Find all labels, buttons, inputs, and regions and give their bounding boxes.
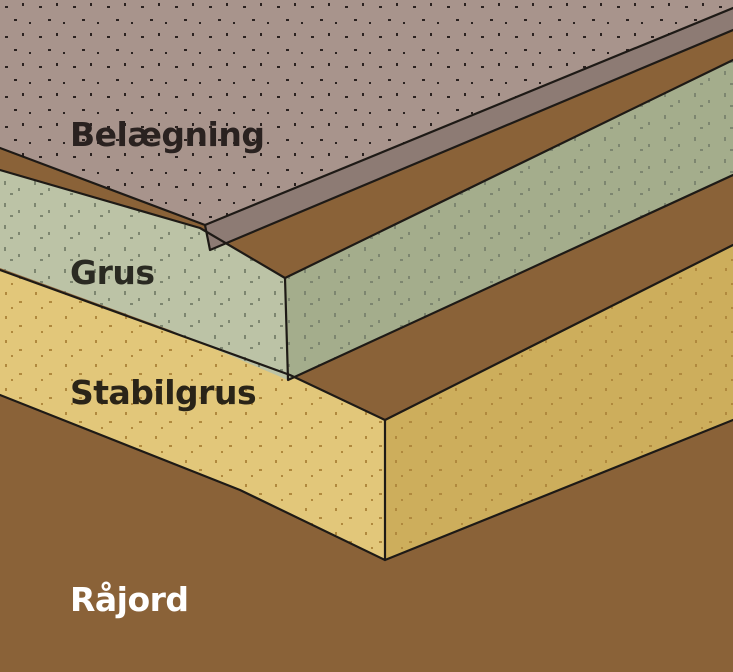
label-soil: Råjord: [70, 580, 189, 619]
label-stable-gravel: Stabilgrus: [70, 373, 257, 412]
label-gravel: Grus: [70, 253, 155, 292]
paving-edge: [205, 8, 733, 250]
label-paving: Belægning: [70, 115, 265, 154]
ink-outlines: [0, 6, 733, 562]
